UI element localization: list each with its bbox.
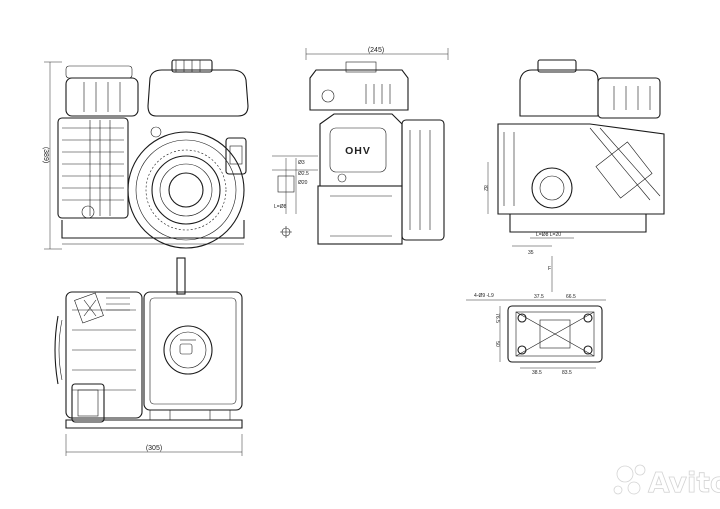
front-detail-label-2: Ø20 (298, 180, 308, 186)
ohv-label: OHV (345, 145, 371, 157)
avito-dots-icon (613, 464, 646, 495)
side-height-label: (389) (42, 147, 49, 163)
front-view: (245) OHV Ø3 Ø2.5 Ø20 L=Ø8 (272, 47, 449, 245)
mount-side-dim-0: 76.5 (494, 313, 500, 323)
rear-dim-bottom: 35 (528, 250, 534, 256)
front-shaft-label: L=Ø8 (274, 204, 287, 210)
front-detail-label-1: Ø2.5 (298, 171, 309, 177)
mount-side-dim-1: 50 (494, 341, 500, 347)
mount-top-dim-1: 66.5 (566, 294, 576, 300)
top-width-label: (305) (146, 445, 162, 452)
mount-bottom-dim-0: 38.5 (532, 370, 542, 376)
mount-axis-label: F (548, 266, 551, 272)
rear-dim-left: 82 (482, 185, 488, 191)
mount-view: F 4-Ø9 -L9 37.5 66.5 76.5 50 38.5 83.5 (466, 256, 606, 376)
mount-top-dim-0: 37.5 (534, 294, 544, 300)
front-detail-label-0: Ø3 (298, 160, 305, 166)
mount-note: 4-Ø9 -L9 (474, 293, 494, 299)
avito-watermark: Avito (613, 464, 720, 499)
top-view: (305) (54, 257, 243, 456)
side-view: (389) (42, 59, 249, 250)
front-width-label: (245) (368, 47, 384, 54)
mount-bottom-dim-1: 83.5 (562, 370, 572, 376)
watermark-text: Avito (648, 466, 720, 499)
rear-dim-shaft: L=Ø8 L=20 (536, 232, 561, 238)
rear-view: 82 L=Ø8 L=20 35 (482, 59, 665, 256)
